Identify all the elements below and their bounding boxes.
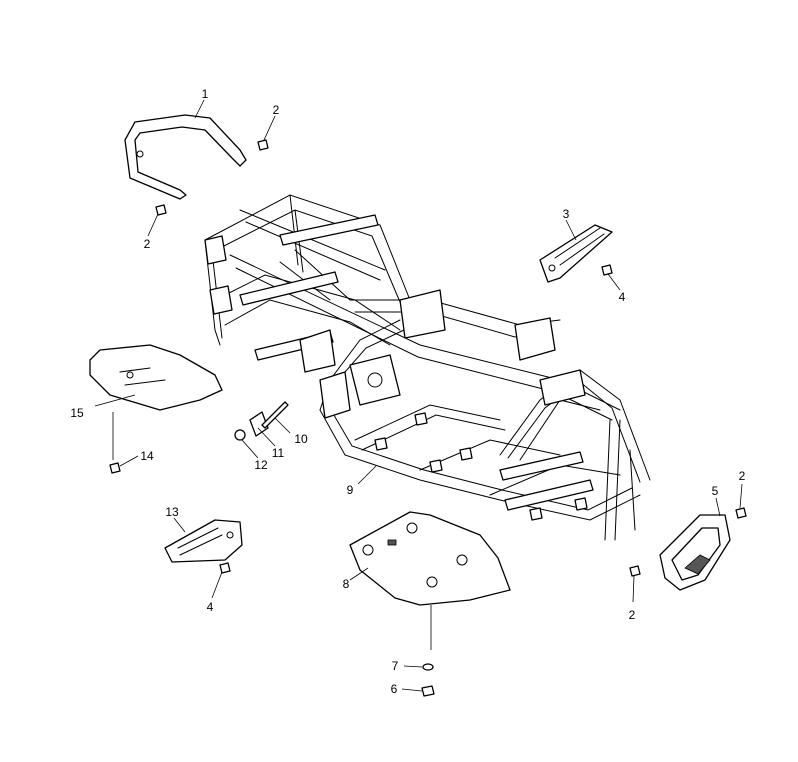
callout-7: 7 (392, 659, 399, 673)
callout-13: 13 (165, 505, 179, 519)
callout-5: 5 (712, 484, 719, 498)
callout-11: 11 (272, 446, 285, 460)
callout-6: 6 (391, 682, 398, 696)
right-footrest-bracket-part (539, 224, 613, 283)
callout-10: 10 (294, 432, 308, 446)
leader-lines (94, 99, 743, 692)
callout-2-bottom-right: 2 (629, 608, 636, 622)
callout-4-left: 4 (207, 600, 214, 614)
callout-2-far-right: 2 (739, 469, 746, 483)
callout-15: 15 (70, 406, 84, 420)
callout-2-left: 2 (144, 237, 151, 251)
callout-2-top: 2 (273, 103, 280, 117)
callout-9: 9 (347, 483, 354, 497)
front-skid-plate-part (349, 511, 511, 606)
callout-4-right: 4 (619, 290, 626, 304)
callout-12: 12 (254, 458, 268, 472)
callout-14: 14 (140, 449, 154, 463)
left-footrest-bracket-part (164, 519, 243, 563)
main-frame-part (204, 194, 651, 541)
callout-1: 1 (202, 87, 209, 101)
callout-8: 8 (343, 577, 350, 591)
hardware-parts (109, 139, 747, 697)
rear-grab-bar-part (124, 114, 247, 200)
callout-3: 3 (563, 207, 570, 221)
callout-labels: 1 2 2 3 4 15 14 10 11 12 9 13 4 8 7 6 5 … (70, 87, 745, 696)
front-bumper-part (659, 514, 731, 591)
left-skid-plate-part (89, 344, 223, 411)
